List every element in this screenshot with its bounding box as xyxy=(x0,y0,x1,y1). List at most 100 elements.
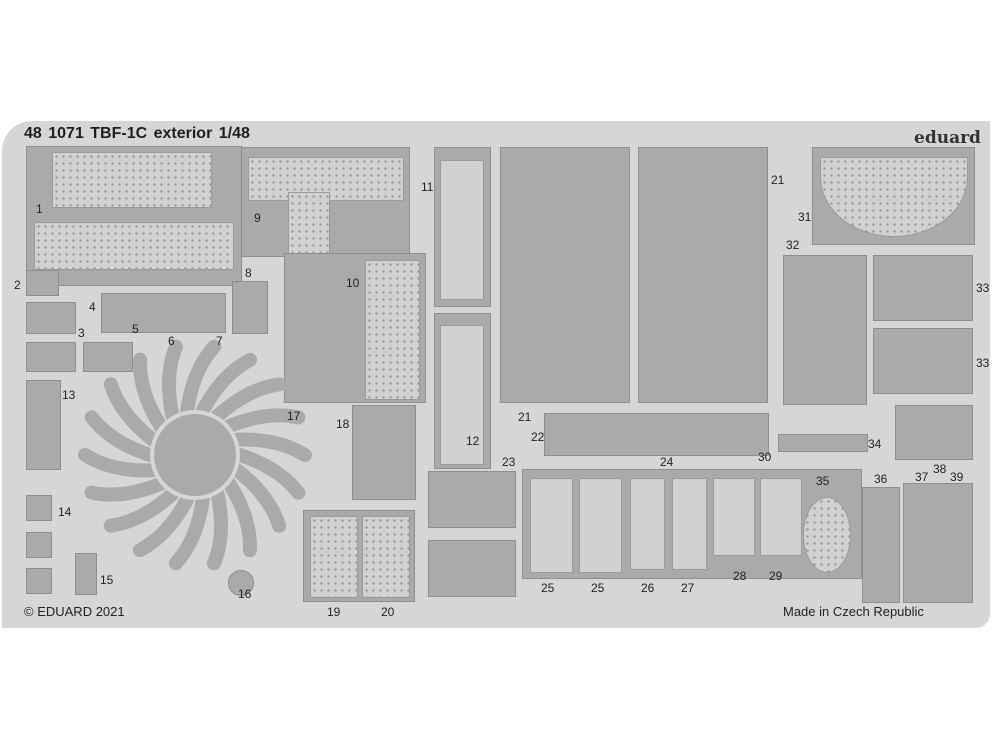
part-34 xyxy=(778,434,868,452)
part-number-label: 37 xyxy=(915,470,929,484)
part-number-label: 24 xyxy=(660,455,674,469)
exhaust-stack xyxy=(168,492,210,571)
part-14a xyxy=(26,495,52,521)
part-number-label: 21 xyxy=(518,410,532,424)
exhaust-stack xyxy=(84,476,168,502)
part-number-label: 2 xyxy=(14,278,21,292)
part-number-label: 13 xyxy=(62,388,76,402)
part-4-5-6-7 xyxy=(101,293,226,333)
part-14b xyxy=(26,532,52,558)
part-number-label: 5 xyxy=(132,322,139,336)
part-1-panel-top xyxy=(52,152,212,208)
part-number-label: 33 xyxy=(976,281,990,295)
exhaust-stack xyxy=(103,486,180,533)
part-25b xyxy=(579,478,622,573)
exhaust-stack xyxy=(78,447,160,478)
part-number-label: 12 xyxy=(466,434,480,448)
part-16 xyxy=(228,570,254,596)
part-23a xyxy=(428,471,516,528)
part-27 xyxy=(672,478,707,570)
part-number-label: 35 xyxy=(816,474,830,488)
part-number-label: 39 xyxy=(950,470,964,484)
part-36 xyxy=(862,487,900,603)
part-35 xyxy=(803,497,851,573)
exhaust-stack xyxy=(161,339,183,424)
part-number-label: 23 xyxy=(502,455,516,469)
eduard-logo: eduard xyxy=(914,128,981,148)
part-number-label: 4 xyxy=(89,300,96,314)
part-number-label: 18 xyxy=(336,417,350,431)
exhaust-stack xyxy=(233,448,306,500)
exhaust-stack xyxy=(230,432,312,463)
part-3c xyxy=(83,342,133,372)
part-14c xyxy=(26,568,52,594)
part-29 xyxy=(760,478,802,556)
part-1-panel xyxy=(34,222,234,270)
part-19 xyxy=(310,516,358,598)
part-8 xyxy=(232,281,268,334)
part-number-label: 16 xyxy=(238,587,252,601)
engine-collector-ring xyxy=(150,410,240,500)
origin-text: Made in Czech Republic xyxy=(783,604,924,619)
part-number-label: 15 xyxy=(100,573,114,587)
part-38-frame xyxy=(895,405,973,460)
part-number-label: 29 xyxy=(769,569,783,583)
exhaust-stack xyxy=(84,410,157,462)
exhaust-stack xyxy=(222,476,257,558)
part-number-label: 38 xyxy=(933,462,947,476)
part-number-label: 7 xyxy=(216,334,223,348)
exhaust-stack xyxy=(210,377,287,424)
part-number-label: 22 xyxy=(531,430,545,444)
part-number-label: 14 xyxy=(58,505,72,519)
part-26 xyxy=(630,478,665,570)
part-number-label: 33 xyxy=(976,356,990,370)
part-18 xyxy=(352,405,416,500)
part-number-label: 19 xyxy=(327,605,341,619)
part-12-panel xyxy=(440,325,484,465)
part-3a xyxy=(26,302,76,334)
part-number-label: 31 xyxy=(798,210,812,224)
fret-title: 48 1071 TBF-1C exterior 1/48 xyxy=(24,125,250,142)
part-number-label: 30 xyxy=(758,450,772,464)
part-number-label: 28 xyxy=(733,569,747,583)
part-number-label: 10 xyxy=(346,276,360,290)
part-21a xyxy=(500,147,630,403)
exhaust-stack xyxy=(230,463,287,533)
part-21b xyxy=(638,147,768,403)
part-3b xyxy=(26,342,76,372)
exhaust-stack xyxy=(207,486,229,571)
part-37-39 xyxy=(903,483,973,603)
part-11-panel xyxy=(440,160,484,300)
part-15 xyxy=(75,553,97,595)
part-10-panel xyxy=(365,260,420,400)
part-number-label: 25 xyxy=(591,581,605,595)
part-number-label: 26 xyxy=(641,581,655,595)
part-13 xyxy=(26,380,61,470)
part-number-label: 34 xyxy=(868,437,882,451)
copyright-text: © EDUARD 2021 xyxy=(24,604,125,619)
exhaust-stack xyxy=(132,492,195,558)
part-33b xyxy=(873,328,973,394)
part-number-label: 3 xyxy=(78,326,85,340)
part-number-label: 8 xyxy=(245,266,252,280)
part-22-24-30 xyxy=(544,413,769,456)
part-number-label: 20 xyxy=(381,605,395,619)
part-number-label: 27 xyxy=(681,581,695,595)
part-23b xyxy=(428,540,516,597)
part-25a xyxy=(530,478,573,573)
part-20 xyxy=(362,516,410,598)
part-28 xyxy=(713,478,755,556)
exhaust-stack xyxy=(222,408,306,434)
part-number-label: 25 xyxy=(541,581,555,595)
part-number-label: 1 xyxy=(36,202,43,216)
exhaust-stack xyxy=(133,352,168,434)
part-9-center xyxy=(288,192,330,257)
exhaust-stack xyxy=(195,352,258,418)
part-32 xyxy=(783,255,867,405)
part-number-label: 32 xyxy=(786,238,800,252)
part-number-label: 11 xyxy=(421,180,434,194)
part-number-label: 21 xyxy=(771,173,785,187)
part-2 xyxy=(26,270,59,296)
part-number-label: 9 xyxy=(254,211,261,225)
part-number-label: 36 xyxy=(874,472,888,486)
